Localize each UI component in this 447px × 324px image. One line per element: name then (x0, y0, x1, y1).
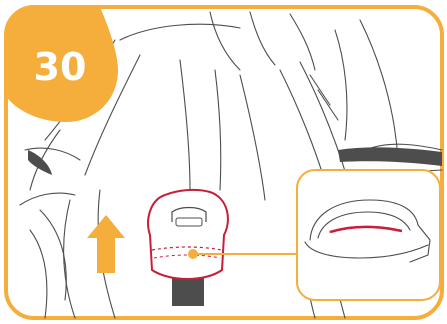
seat-shadow-left (28, 150, 52, 175)
detail-callout-box (296, 169, 441, 301)
harness-clip-slot (175, 217, 203, 227)
step-badge: 30 (6, 7, 118, 122)
step-badge-shape (6, 7, 118, 122)
harness-clip (147, 188, 229, 280)
up-arrow-icon (87, 215, 125, 273)
harness-clip-window (171, 206, 207, 222)
detail-red-edge (329, 225, 403, 234)
harness-clip-dashed-line (151, 246, 223, 251)
step-number: 30 (34, 45, 87, 89)
harness-clip-dashed-line-2 (153, 254, 221, 259)
callout-dot (188, 249, 198, 259)
seat-shadow-right (338, 147, 442, 166)
